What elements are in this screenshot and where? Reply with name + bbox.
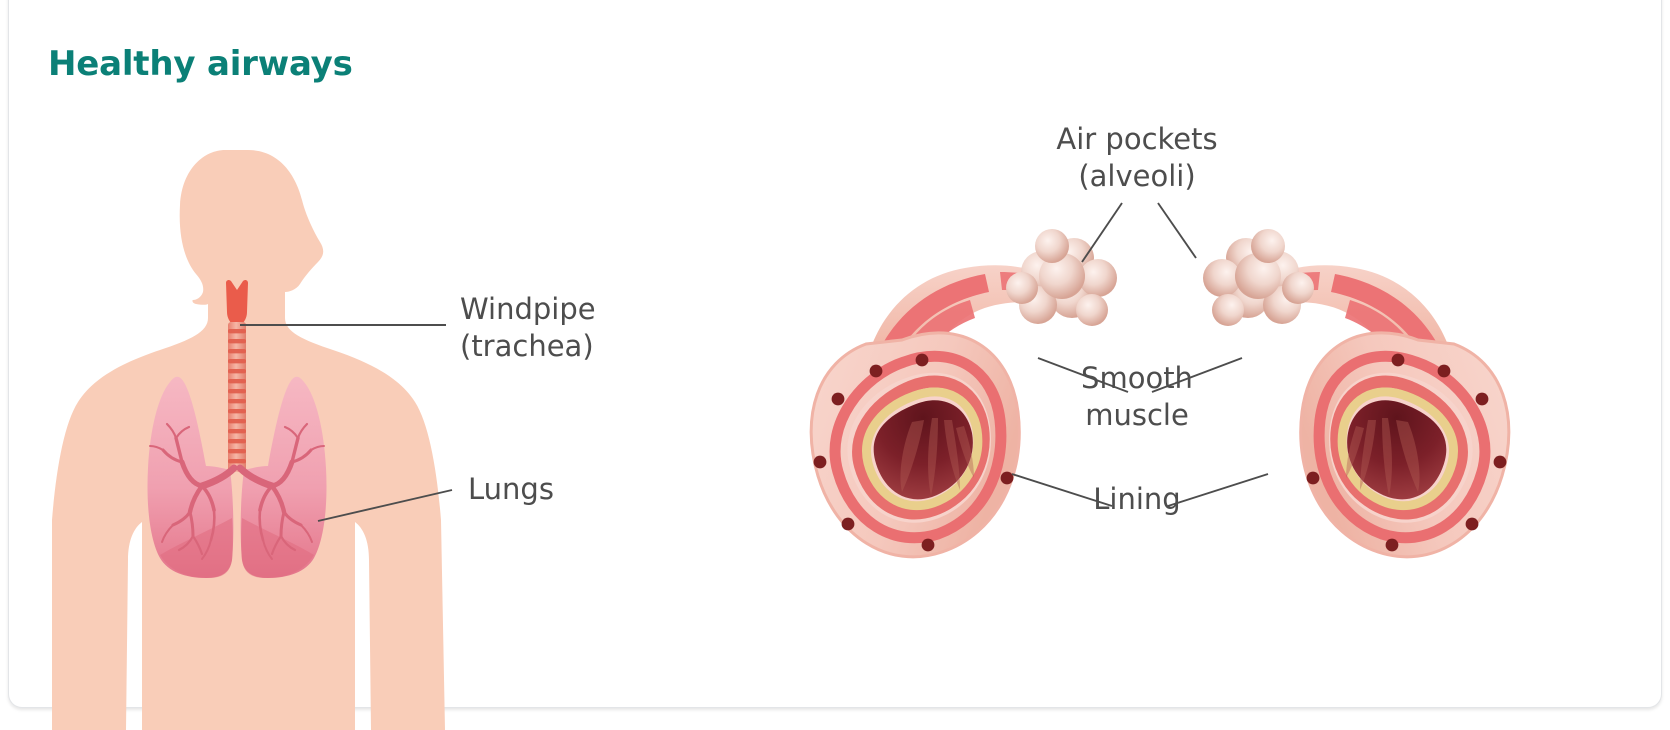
label-windpipe: Windpipe (trachea) — [460, 292, 596, 364]
label-smooth-muscle: Smooth muscle — [1081, 361, 1193, 433]
alveoli-cluster-left — [1006, 229, 1117, 326]
airway-tube-right — [1252, 265, 1511, 559]
alveoli-cluster-right — [1203, 229, 1314, 326]
page-title: Healthy airways — [48, 44, 353, 84]
label-lining: Lining — [1093, 482, 1181, 516]
leader-line-alveoli-right — [1157, 202, 1197, 259]
leader-line-smooth-right — [1151, 357, 1243, 393]
leader-lines-left — [240, 324, 453, 522]
trachea — [228, 322, 246, 472]
label-lungs: Lungs — [468, 472, 554, 506]
leader-line-lining-right — [1167, 473, 1269, 507]
leader-line-smooth-left — [1037, 357, 1129, 393]
leader-lines-right — [1011, 202, 1269, 507]
leader-line-lungs — [317, 489, 453, 522]
larynx — [226, 279, 248, 324]
leader-line-lining-left — [1011, 473, 1113, 507]
lumen-folds-left — [900, 418, 974, 496]
bronchial-tree — [149, 422, 325, 560]
airway-tube-left — [809, 265, 1068, 559]
cartilage-dots-right — [1306, 353, 1507, 552]
leader-line-alveoli-left — [1081, 202, 1123, 263]
cartilage-dots-left — [813, 353, 1014, 552]
label-air-pockets-alveoli: Air pockets (alveoli) — [1056, 122, 1218, 194]
body-silhouette — [52, 150, 445, 730]
